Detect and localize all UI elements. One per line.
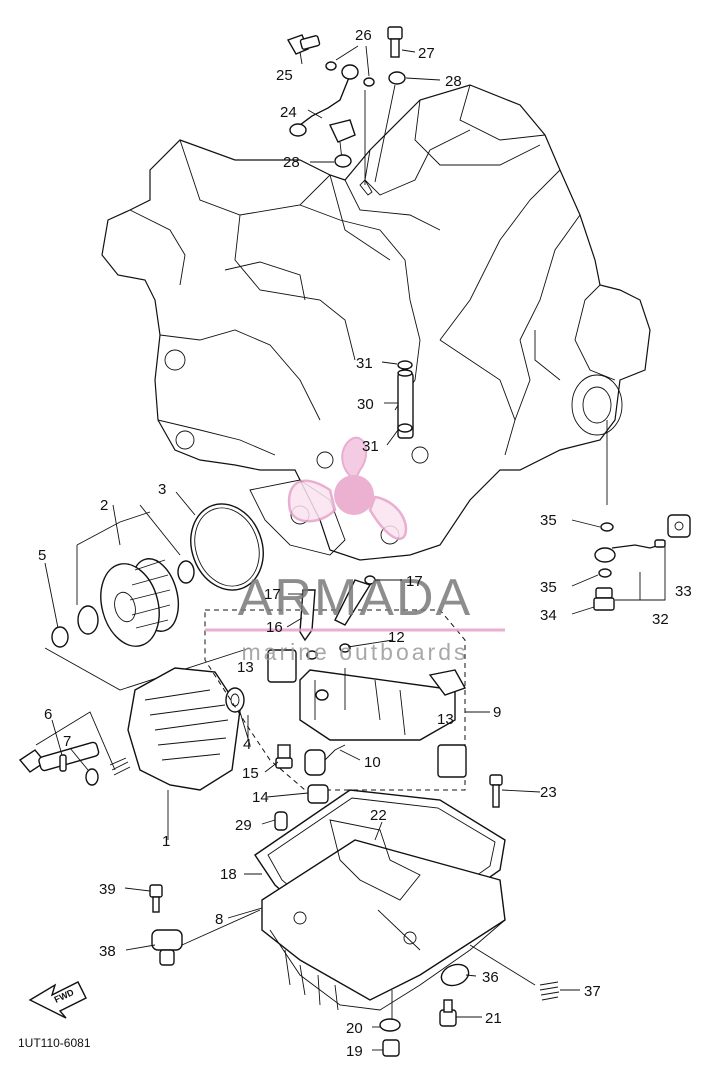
part-label: 19 [346,1043,363,1060]
part-label: 31 [356,355,373,372]
part-label: 23 [540,784,557,801]
oil-pan [149,774,560,1057]
watermark-brand: ARMADA [238,569,472,627]
right-side-parts [593,420,691,611]
part-label: 1 [162,833,170,850]
part-label: 28 [283,154,300,171]
part-label: 27 [418,45,435,62]
part-label: 34 [540,607,557,624]
part-label: 37 [584,983,601,1000]
part-label: 28 [445,73,462,90]
part-label: 10 [364,754,381,771]
part-label: 39 [99,881,116,898]
part-label: 2 [100,497,108,514]
part-label: 5 [38,547,46,564]
part-label: 32 [652,611,669,628]
part-label: 3 [158,481,166,498]
part-label: 7 [63,733,71,750]
part-label: 33 [675,583,692,600]
part-label: 31 [362,438,379,455]
part-label: 13 [437,711,454,728]
part-label: 29 [235,817,252,834]
part-label: 8 [215,911,223,928]
part-label: 26 [355,27,372,44]
part-label: 12 [388,629,405,646]
leader-lines [44,45,601,1051]
part-label: 17 [406,573,423,590]
part-label: 25 [276,67,293,84]
filter-parts [44,503,264,691]
propeller-logo-icon [287,436,408,541]
armada-watermark: ARMADA marine outboards [205,436,505,665]
part-label: 4 [243,736,251,753]
diagram-code: 1UT110-6081 [18,1036,91,1050]
part-label: 20 [346,1020,363,1037]
oil-pipe [397,360,414,439]
part-label: 21 [485,1010,502,1027]
part-label: 16 [266,619,283,636]
strainer-assembly [204,575,467,831]
part-label: 30 [357,396,374,413]
top-breather-parts [286,26,406,185]
part-label: 13 [237,659,254,676]
part-label: 14 [252,789,269,806]
part-label: 22 [370,807,387,824]
filter-cover-parts [18,667,249,840]
part-label: 36 [482,969,499,986]
part-label: 18 [220,866,237,883]
part-number-labels: 26 27 25 28 24 28 31 30 31 3 2 35 5 35 3… [18,27,692,1060]
part-label: 38 [99,943,116,960]
part-label: 24 [280,104,297,121]
part-label: 6 [44,706,52,723]
part-label: 35 [540,512,557,529]
watermark-tagline: marine outboards [242,639,469,665]
crankcase-outline [101,84,651,561]
part-label: 9 [493,704,501,721]
forward-arrow-icon: FWD [28,981,87,1019]
part-label: 17 [264,586,281,603]
part-label: 15 [242,765,259,782]
part-label: 35 [540,579,557,596]
